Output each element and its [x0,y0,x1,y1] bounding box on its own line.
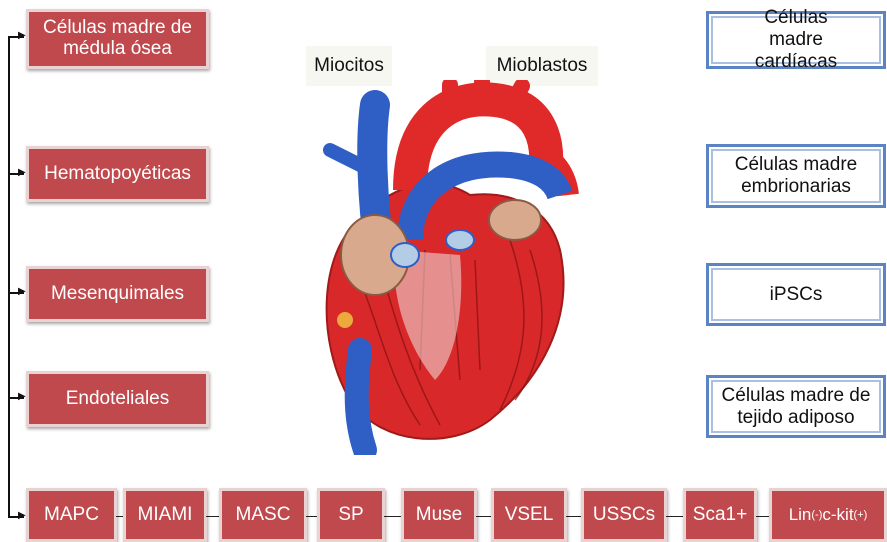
box-label: iPSCs [770,284,823,306]
box-label: Células madre embrionarias [726,154,866,198]
box-cardiac-stem-cells: Células madre cardíacas [706,11,886,69]
box-label: MIAMI [138,504,193,526]
box-label: VSEL [505,504,554,526]
separator [206,516,220,517]
box-label: Hematopoyéticas [44,164,191,185]
box-label: SP [338,504,363,526]
box-endothelial: Endoteliales [26,371,209,427]
separator [476,516,492,517]
box-label: MASC [236,504,291,526]
box-label: Sca1+ [693,504,747,526]
box-label: Células madre de tejido adiposo [710,385,882,429]
arrow-icon: ▶ [18,30,26,41]
box-label: USSCs [593,504,655,526]
box-ipscs: iPSCs [706,263,886,326]
label-text: Mioblastos [497,55,588,77]
box-sca1: Sca1+ [683,488,757,542]
box-label: Mesenquimales [51,284,184,305]
box-hematopoietic: Hematopoyéticas [26,146,209,202]
heart-illustration [300,80,590,455]
label-text: Miocitos [314,55,384,77]
ckit-text: c-kit [822,505,853,525]
box-mesenchymal: Mesenquimales [26,266,209,322]
box-bone-marrow: Células madre de médula ósea [26,9,209,69]
separator [384,516,402,517]
arrow-icon: ▶ [18,286,26,297]
box-mapc: MAPC [26,488,117,542]
sup-text: (+) [854,509,868,521]
box-label: Muse [416,504,462,526]
box-usscs: USSCs [581,488,667,542]
arrow-icon: ▶ [18,510,26,521]
box-lin-ckit: Lin(-)c-kit(+) [769,488,887,542]
lin-text: Lin [789,505,812,525]
box-miami: MIAMI [123,488,207,542]
box-vsel: VSEL [491,488,567,542]
box-muse: Muse [401,488,477,542]
box-label: Células madre de médula ósea [29,18,206,60]
connector-trunk [8,36,10,517]
separator [566,516,582,517]
box-label: MAPC [44,504,99,526]
box-adipose-stem-cells: Células madre de tejido adiposo [706,375,886,438]
box-label: Células madre cardíacas [741,7,851,73]
sup-text: (-) [811,509,822,521]
arrow-icon: ▶ [18,167,26,178]
box-embryonic-stem-cells: Células madre embrionarias [706,144,886,208]
box-label: Endoteliales [66,389,170,410]
separator [666,516,684,517]
separator [756,516,770,517]
arrow-icon: ▶ [18,391,26,402]
box-masc: MASC [219,488,307,542]
box-sp: SP [317,488,385,542]
